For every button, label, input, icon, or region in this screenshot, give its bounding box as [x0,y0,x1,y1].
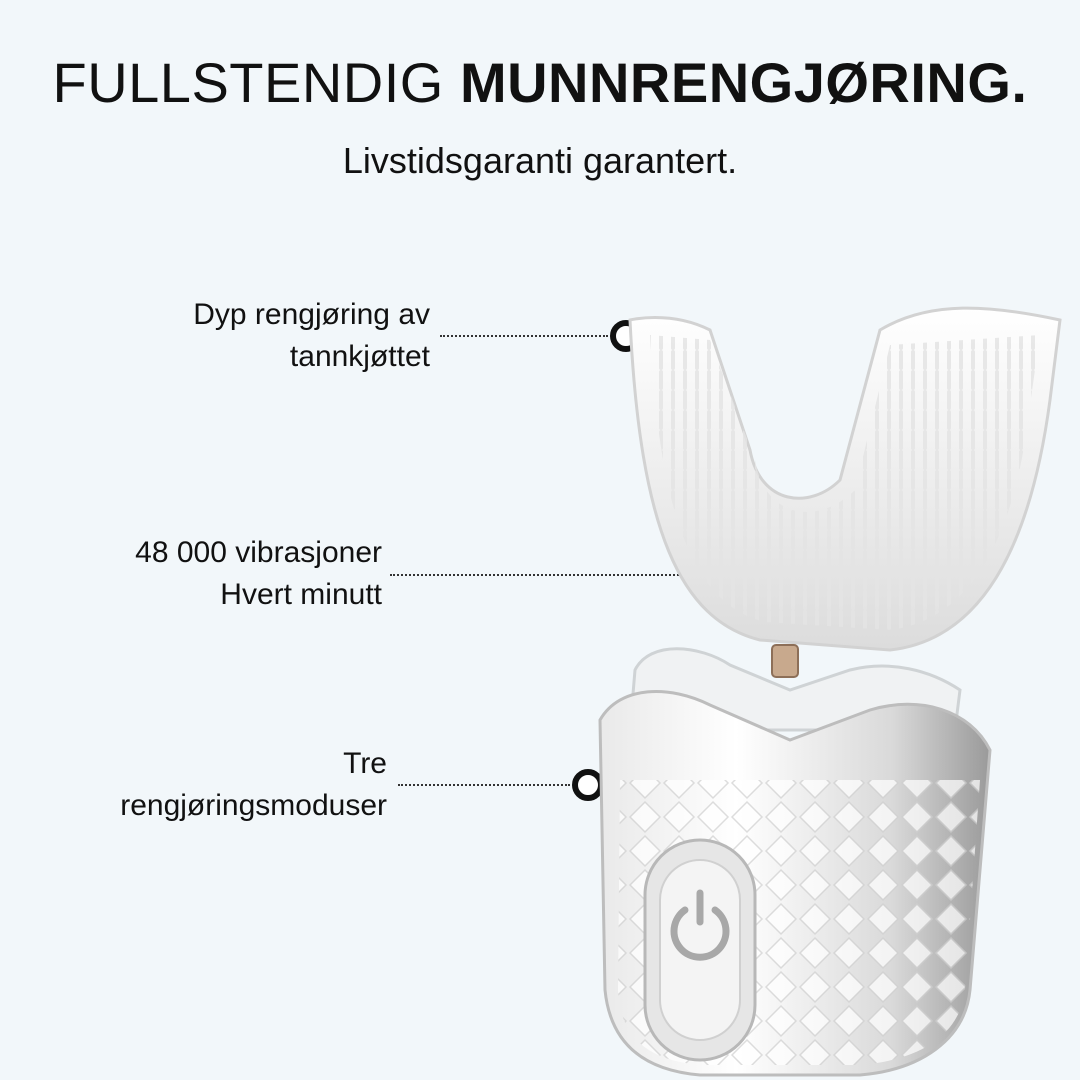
subtitle: Livstidsgaranti garantert. [342,140,738,181]
power-button[interactable] [643,838,757,1062]
callout-modes: Tre rengjøringsmoduser [120,743,387,827]
leader-line [440,335,608,337]
callout-gum-cleaning: Dyp rengjøring av tannkjøttet [193,294,430,378]
toothbrush-product-image [598,306,1062,1077]
leader-line [390,574,682,576]
mouthpiece [628,306,1062,652]
leader-line [398,784,570,786]
callout-vibrations: 48 000 vibrasjoner Hvert minutt [135,532,382,616]
headline-light: FULLSTENDIG [52,51,444,114]
callout-line: Dyp rengjøring av [193,298,430,331]
callout-line: Tre [343,747,387,780]
headline-bold: MUNNRENGJØRING. [459,51,1028,114]
callout-line: 48 000 vibrasjoner [135,536,382,569]
power-icon [670,889,730,961]
callout-line: rengjøringsmoduser [120,789,387,822]
callout-line: Hvert minutt [220,578,382,611]
connector-pin [771,644,799,678]
headline: FULLSTENDIG MUNNRENGJØRING. [0,48,1080,118]
callout-line: tannkjøttet [289,340,430,373]
